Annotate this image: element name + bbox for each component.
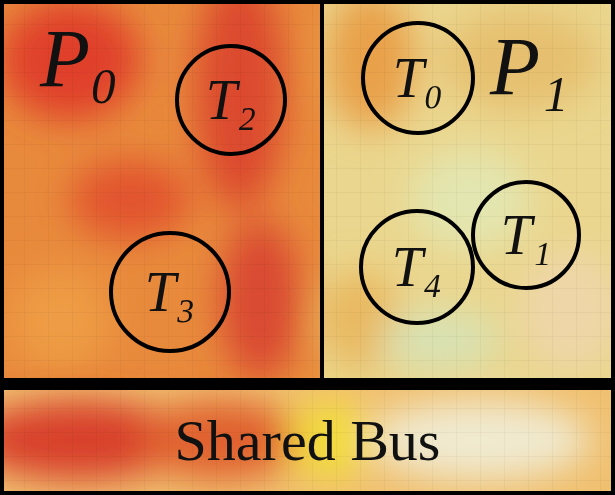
processor-region: P₀ T₂ T₃ [0,0,324,384]
bus-label: Shared Bus [175,412,441,470]
shared-bus-band: Shared Bus [0,386,615,495]
thread-circle: T₃ [109,231,231,353]
thread-circle: T₄ [359,209,475,325]
thread-circle: T₁ [471,180,581,290]
processor-label: P₀ [40,18,119,100]
thread-label: T₀ [393,50,444,106]
processor-label: P₁ [490,26,569,108]
thread-circle: T₂ [175,44,287,156]
thread-label: T₂ [206,72,257,128]
thread-label: T₄ [392,239,443,295]
thread-circle: T₀ [361,21,475,135]
processor-region: P₁ T₀ T₁ T₄ [320,0,615,384]
thread-label: T₁ [501,207,552,263]
thread-label: T₃ [145,264,196,320]
